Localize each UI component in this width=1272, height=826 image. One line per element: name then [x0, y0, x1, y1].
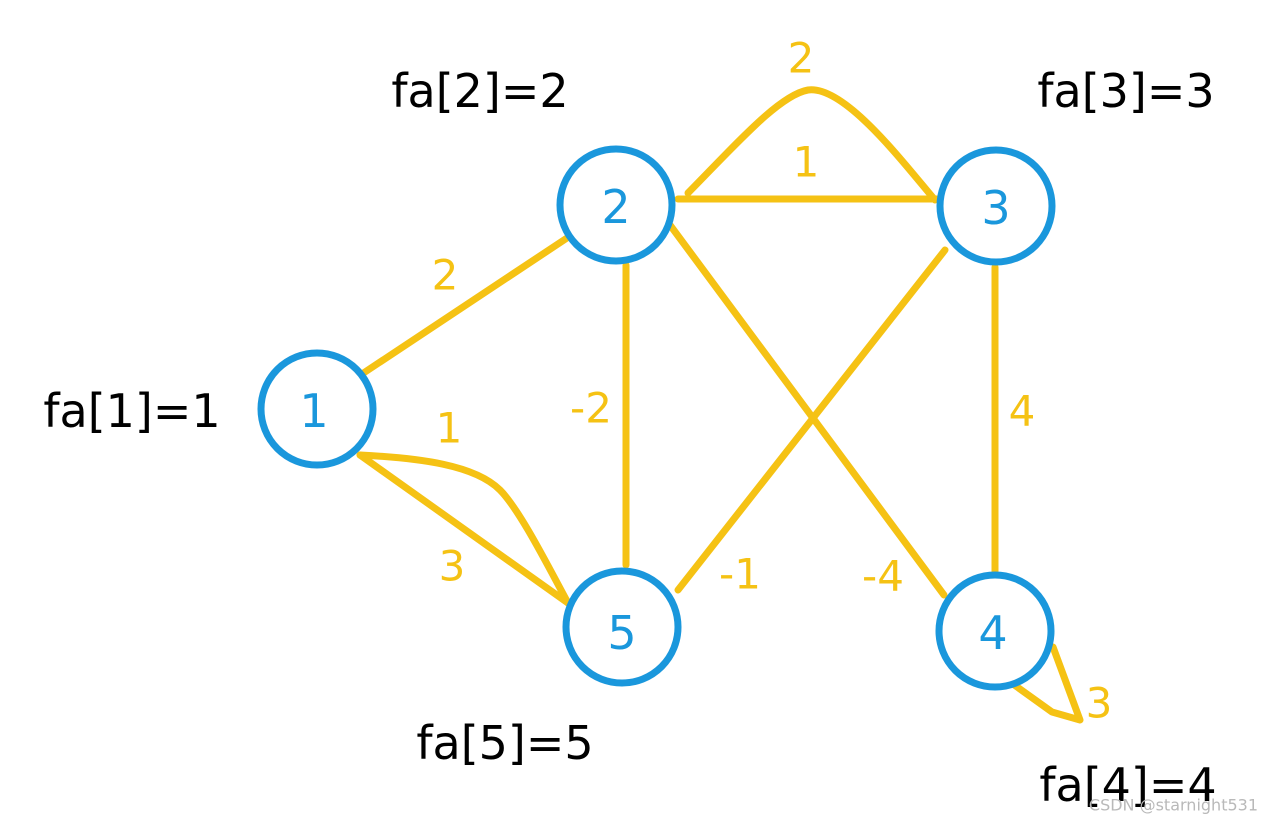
weight-label-4-self: 3 — [1086, 679, 1113, 728]
fa-label-5: fa[5]=5 — [416, 716, 593, 770]
weight-label-1-5-line: 3 — [439, 542, 466, 591]
node-4: 4 — [935, 571, 1055, 691]
node-2: 2 — [556, 145, 676, 265]
node-3: 3 — [936, 146, 1056, 266]
node-label-5: 5 — [607, 606, 636, 660]
node-circle-4 — [935, 571, 1055, 691]
node-label-2: 2 — [601, 180, 630, 234]
node-1: 1 — [257, 349, 377, 469]
weight-label-2-3-straight: 1 — [793, 138, 820, 187]
weight-label-2-5: -2 — [570, 384, 612, 433]
fa-labels: fa[1]=1 fa[2]=2 fa[3]=3 fa[4]=4 fa[5]=5 — [43, 64, 1216, 812]
node-circle-2 — [556, 145, 676, 265]
fa-label-3: fa[3]=3 — [1037, 64, 1214, 118]
weight-label-1-2: 2 — [432, 251, 459, 300]
edges — [356, 86, 1084, 724]
edge-1-5-line — [356, 451, 572, 607]
node-circle-3 — [936, 146, 1056, 266]
weight-label-2-4: -4 — [862, 552, 904, 601]
edge-1-2 — [358, 232, 574, 378]
weight-label-1-5-curve: 1 — [436, 404, 463, 453]
node-circle-5 — [562, 567, 682, 687]
weight-label-2-3-curved: 2 — [788, 34, 815, 83]
node-label-4: 4 — [978, 606, 1007, 660]
edge-2-4 — [666, 221, 948, 599]
fa-label-1: fa[1]=1 — [43, 384, 220, 438]
node-label-1: 1 — [299, 384, 328, 438]
fa-label-4: fa[4]=4 — [1039, 758, 1216, 812]
edge-2-3-curved — [684, 86, 939, 204]
edge-1-5-curve — [356, 451, 572, 607]
edge-weights: 2 1 2 -2 -4 -1 4 1 3 3 — [432, 34, 1113, 728]
weight-label-3-5: -1 — [719, 550, 761, 599]
node-5: 5 — [562, 567, 682, 687]
node-label-3: 3 — [981, 181, 1010, 235]
edge-3-5 — [674, 246, 949, 594]
node-circle-1 — [257, 349, 377, 469]
watermark: CSDN @starnight531 — [1089, 796, 1258, 815]
weight-label-3-4: 4 — [1009, 387, 1036, 436]
fa-label-2: fa[2]=2 — [391, 64, 568, 118]
edge-4-self-loop — [1009, 643, 1084, 724]
